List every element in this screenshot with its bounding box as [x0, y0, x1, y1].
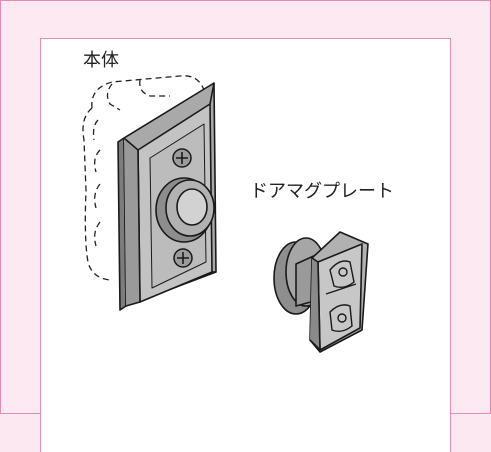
label-body: 本体 [83, 50, 119, 71]
door-plate-slots [325, 260, 357, 333]
label-door-plate: ドアマグプレート [250, 181, 394, 202]
door-plate [273, 231, 369, 353]
body-screw-top [172, 148, 192, 168]
body-magnet-disc [155, 177, 215, 243]
wall-box-dashed-outline [82, 75, 205, 281]
body-screw-bottom [173, 248, 193, 268]
main-body-magnet [117, 82, 217, 311]
diagram-panel [40, 38, 451, 452]
diagram-illustration [82, 75, 369, 353]
